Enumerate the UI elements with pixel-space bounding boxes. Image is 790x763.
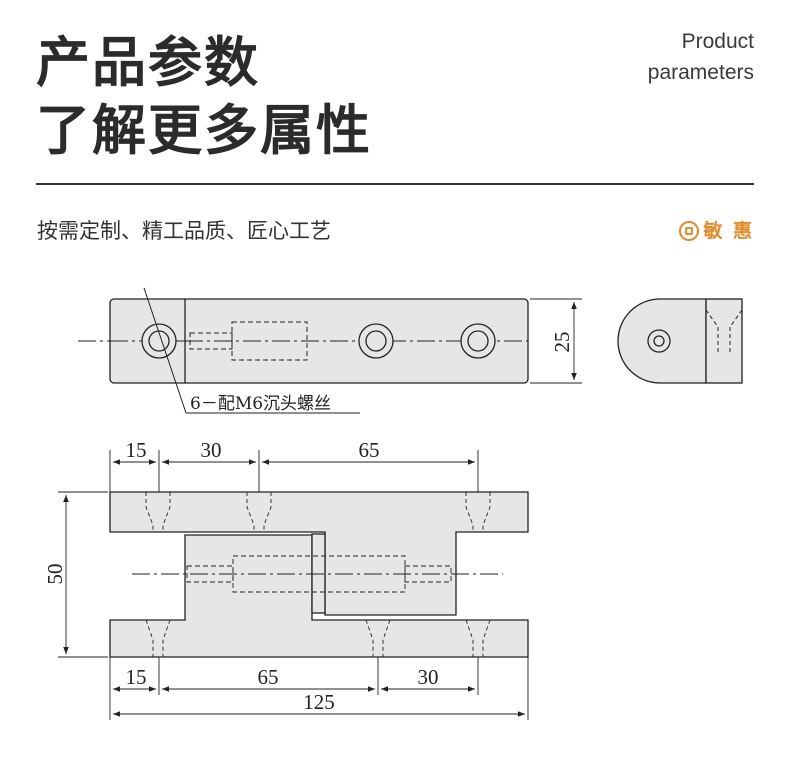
dim-label-125: 125	[303, 690, 335, 714]
countersunk-hole	[460, 323, 496, 359]
front-top-holes	[145, 492, 491, 532]
height-dimension	[58, 491, 108, 658]
bottom-dimension-chain	[109, 657, 529, 720]
brand: 敏 惠	[679, 221, 754, 241]
dim-label-50: 50	[43, 564, 67, 585]
dim-label-bottom-30: 30	[418, 665, 439, 689]
screw-leader-line	[143, 287, 187, 414]
dim-label-top-30: 30	[201, 438, 222, 462]
top-leaf	[109, 491, 529, 616]
countersunk-hole	[141, 323, 177, 359]
english-title-line-1: Product	[681, 30, 754, 53]
title-line-1: 产品参数	[36, 31, 260, 94]
front-view	[109, 491, 529, 658]
dim-label-bottom-15: 15	[126, 665, 147, 689]
side-view-body	[705, 298, 743, 384]
countersunk-hole	[358, 323, 394, 359]
header-divider	[36, 183, 754, 185]
top-view	[78, 287, 582, 414]
dim-label-25: 25	[550, 332, 574, 353]
dim-label-top-15: 15	[126, 438, 147, 462]
side-view	[617, 298, 743, 384]
hidden-pin	[189, 321, 308, 361]
front-bottom-holes	[145, 619, 491, 657]
title-line-2: 了解更多属性	[36, 99, 372, 162]
dim-label-bottom-65: 65	[258, 665, 279, 689]
side-view-rounded-end	[617, 298, 707, 384]
brand-logo-icon	[679, 221, 700, 241]
brand-name: 敏 惠	[703, 219, 754, 242]
top-dimension-chain	[109, 450, 479, 492]
screw-note: 6－配M6沉头螺丝	[190, 394, 331, 414]
front-hidden-pin	[186, 555, 452, 593]
knuckle-plate	[311, 533, 326, 614]
english-title-line-2: parameters	[647, 61, 754, 84]
subtitle: 按需定制、精工品质、匠心工艺	[37, 219, 331, 243]
dim-label-top-65: 65	[359, 438, 380, 462]
